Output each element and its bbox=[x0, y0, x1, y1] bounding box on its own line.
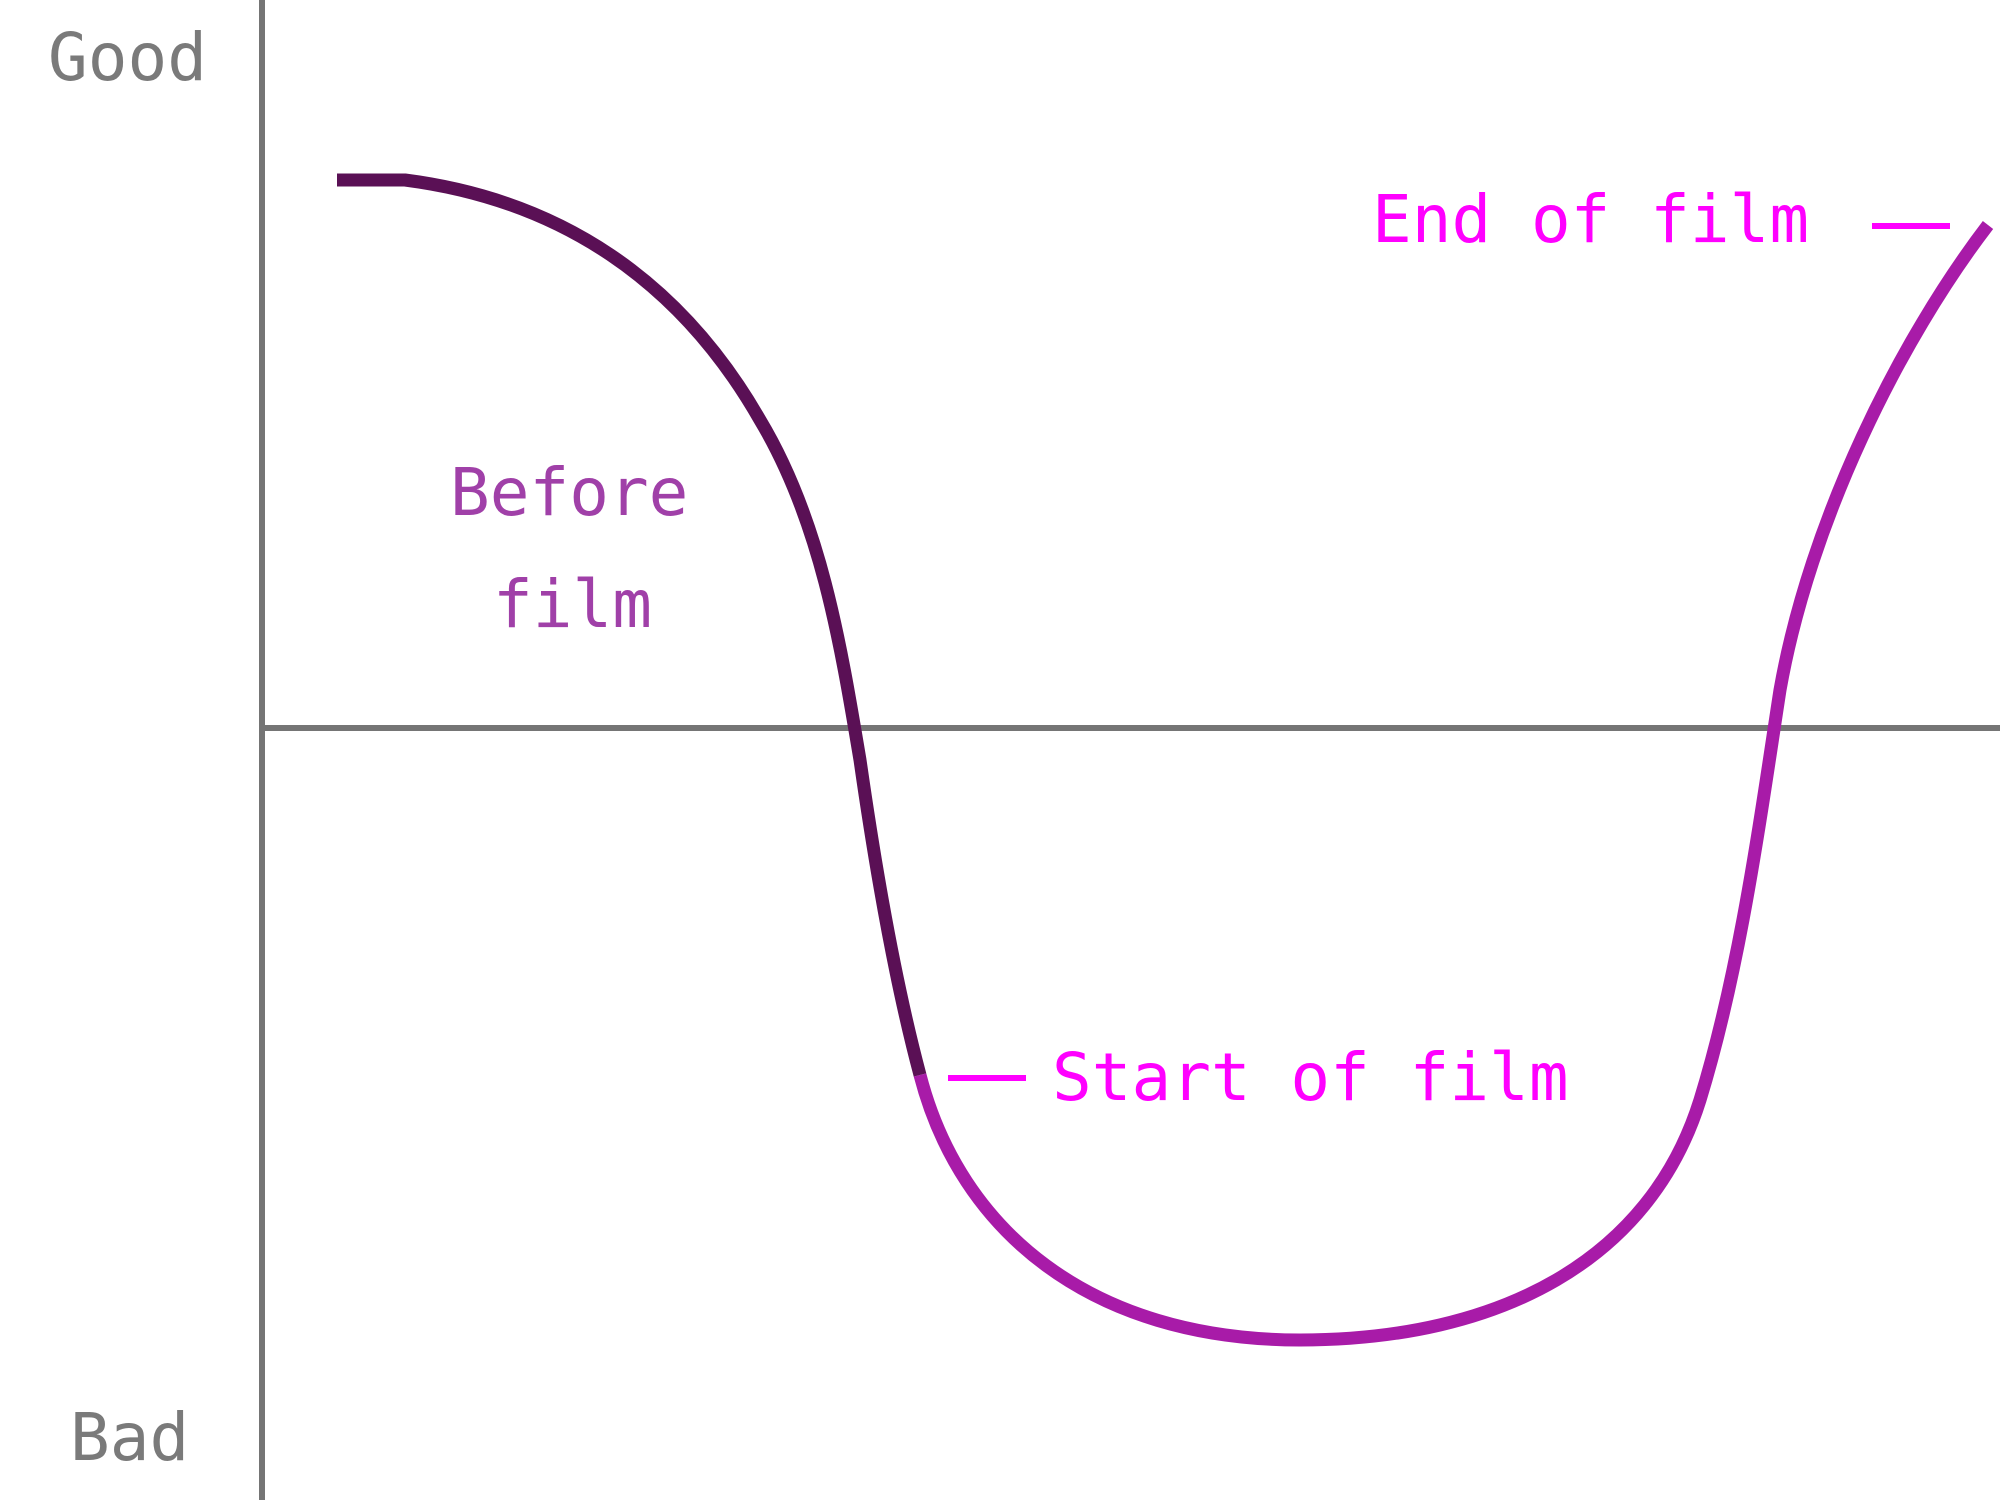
start-of-film-pointer bbox=[948, 1075, 1026, 1081]
start-of-film-label: Start of film bbox=[1052, 1039, 1569, 1116]
film-curve bbox=[913, 221, 1994, 1347]
good-label: Good bbox=[48, 19, 207, 96]
end-of-film-pointer bbox=[1872, 223, 1950, 229]
before-film-label-line2: film bbox=[493, 566, 652, 643]
bad-label: Bad bbox=[70, 1399, 190, 1476]
end-of-film-label: End of film bbox=[1372, 181, 1810, 258]
before-film-label-line1: Before bbox=[450, 454, 689, 531]
before-film-curve bbox=[337, 173, 927, 1077]
